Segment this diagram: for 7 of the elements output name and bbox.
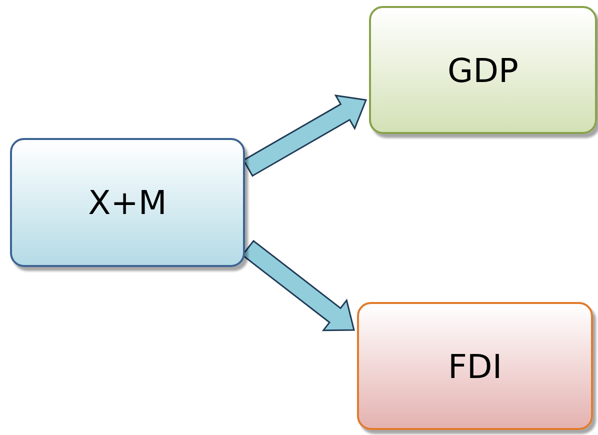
process-box bbox=[10, 138, 245, 267]
node-label: GDP bbox=[448, 50, 518, 90]
block-arrow bbox=[242, 94, 368, 177]
node-label: X+M bbox=[88, 183, 167, 222]
process-box bbox=[369, 6, 597, 134]
node-label: FDI bbox=[448, 346, 502, 386]
process-box bbox=[357, 302, 593, 430]
